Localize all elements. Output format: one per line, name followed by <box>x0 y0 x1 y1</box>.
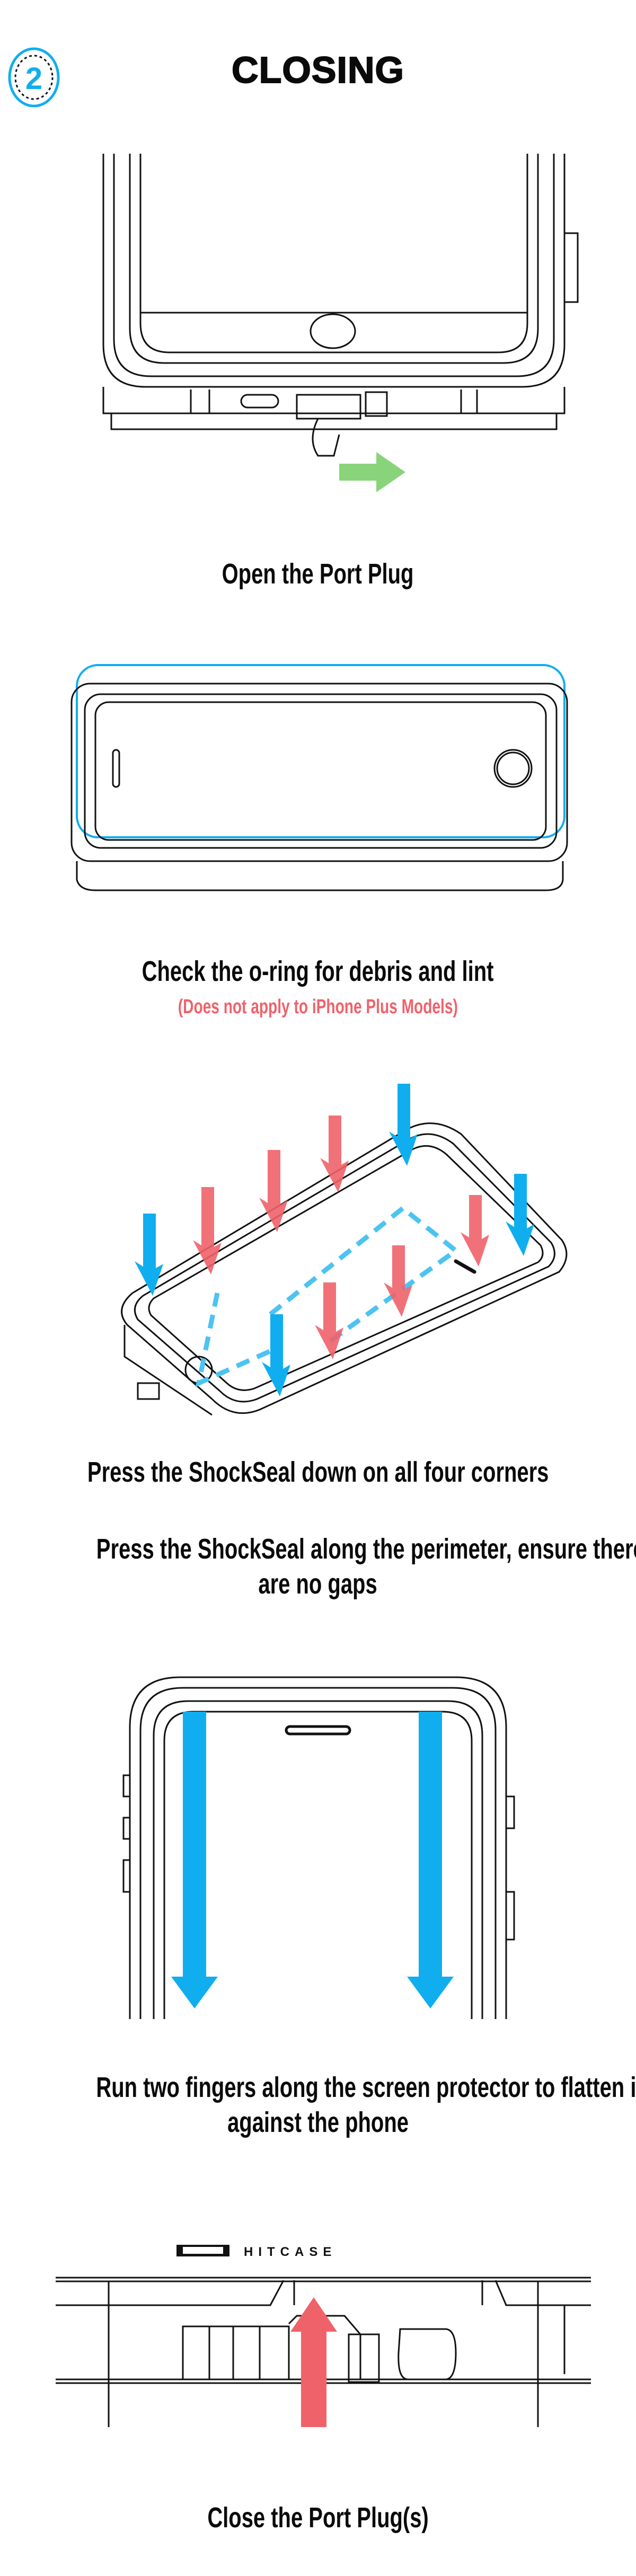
phone-oring-illustration <box>70 664 568 891</box>
step-caption: Check the o-ring for debris and lint <box>142 955 494 987</box>
page-title: CLOSING <box>231 49 404 91</box>
hitcase-logo: HITCASE <box>176 2245 337 2259</box>
arrow-right-icon <box>339 452 405 492</box>
step-caption: Press the ShockSeal along the perimeter,… <box>96 1533 636 1565</box>
press-arrows <box>135 1084 534 1396</box>
step-note: (Does not apply to iPhone Plus Models) <box>178 996 458 1018</box>
logo-text: HITCASE <box>244 2245 337 2259</box>
step-number: 2 <box>25 61 42 96</box>
phone-port-plug-open-illustration <box>102 154 579 492</box>
arrow-down-icon <box>407 1712 454 2008</box>
port-plug-close-illustration: HITCASE <box>56 2245 591 2427</box>
arrow-down-icon <box>171 1712 218 2008</box>
arrow-up-icon <box>290 2297 337 2427</box>
phone-screen-flatten-illustration <box>122 1676 515 2019</box>
step-caption: Run two fingers along the screen protect… <box>96 2072 636 2103</box>
step-caption: Press the ShockSeal down on all four cor… <box>87 1456 549 1488</box>
step-caption: against the phone <box>227 2106 409 2138</box>
step-caption: Open the Port Plug <box>222 558 414 590</box>
step-number-badge: 2 <box>8 47 60 108</box>
phone-shockseal-press-illustration <box>121 1084 568 1416</box>
step-caption: Close the Port Plug(s) <box>207 2502 429 2534</box>
step-caption: are no gaps <box>258 1568 378 1600</box>
